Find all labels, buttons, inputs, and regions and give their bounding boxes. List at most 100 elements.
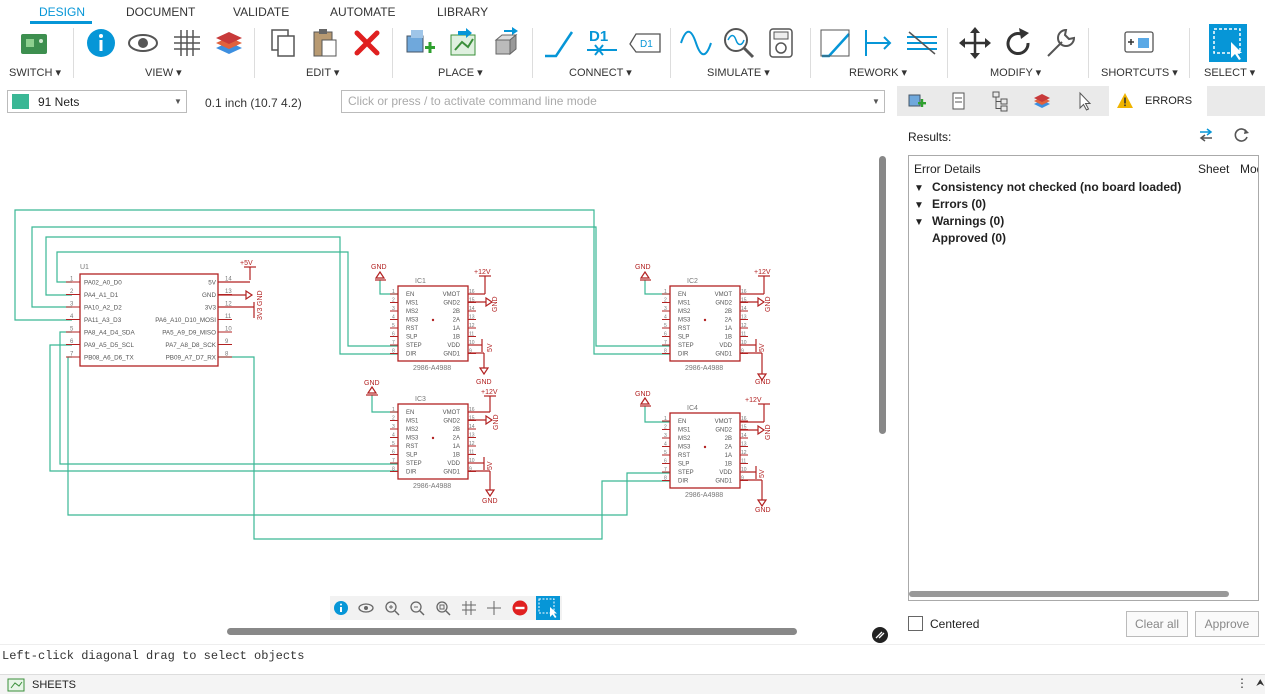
probe-zoom-icon[interactable]: [722, 26, 756, 60]
canvas-horizontal-scrollbar[interactable]: [227, 628, 797, 635]
shortcuts-icon[interactable]: [1122, 26, 1156, 60]
expand-triangle-icon[interactable]: ▼: [914, 183, 924, 194]
driver-ic-3[interactable]: IC32986-A49881EN2MS13MS24MS35RST6SLP7STE…: [390, 396, 476, 490]
layers-icon[interactable]: [212, 26, 246, 60]
place-menu[interactable]: PLACE ▾: [438, 67, 483, 79]
zoom-out-icon[interactable]: [409, 600, 425, 616]
place-module-icon[interactable]: [446, 26, 480, 60]
simulate-menu[interactable]: SIMULATE ▾: [707, 67, 770, 79]
info-icon[interactable]: [333, 600, 349, 616]
multimeter-icon[interactable]: [765, 26, 799, 60]
split-icon[interactable]: [862, 26, 896, 60]
error-list-scrollbar[interactable]: [909, 591, 1229, 597]
more-options-icon[interactable]: ⋮: [1236, 676, 1248, 690]
view-menu[interactable]: VIEW ▾: [145, 67, 182, 79]
driver-ic-1[interactable]: IC12986-A49881EN2MS13MS24MS35RST6SLP7STE…: [390, 278, 476, 372]
zoom-fit-icon[interactable]: [435, 600, 451, 616]
tab-validate[interactable]: VALIDATE: [233, 5, 290, 19]
bus-name-icon[interactable]: D1: [585, 26, 619, 60]
driver-pin-number: 8: [392, 349, 395, 355]
tab-document[interactable]: DOCUMENT: [126, 5, 196, 19]
canvas-vertical-scrollbar[interactable]: [879, 156, 886, 434]
net-icon[interactable]: [542, 26, 576, 60]
wrench-icon[interactable]: [1044, 26, 1078, 60]
place-3d-icon[interactable]: [490, 26, 524, 60]
expand-triangle-icon[interactable]: ▼: [914, 217, 924, 228]
switch-board-icon[interactable]: [17, 26, 51, 60]
eye-icon[interactable]: [358, 600, 374, 616]
column-sheet[interactable]: Sheet: [1198, 162, 1230, 176]
error-group-warnings[interactable]: ▼Warnings (0): [914, 214, 1004, 228]
tab-errors[interactable]: ERRORS: [1109, 86, 1207, 116]
info-icon[interactable]: [84, 26, 118, 60]
crosshair-icon[interactable]: [486, 600, 502, 616]
paste-icon[interactable]: [308, 26, 342, 60]
driver-ic-2[interactable]: IC22986-A49881EN2MS13MS24MS35RST6SLP7STE…: [662, 278, 748, 372]
command-line-field[interactable]: ▼: [341, 90, 885, 113]
tab-automate[interactable]: AUTOMATE: [330, 5, 396, 19]
connect-menu[interactable]: CONNECT ▾: [569, 67, 632, 79]
tab-parts-icon[interactable]: [901, 86, 931, 116]
command-line-input[interactable]: [348, 91, 858, 111]
copy-icon[interactable]: [266, 26, 300, 60]
select-window-icon[interactable]: [1209, 24, 1247, 62]
select-window-icon[interactable]: [536, 596, 560, 620]
separator: [532, 28, 533, 78]
schematic-canvas[interactable]: [0, 120, 890, 638]
net-class-select[interactable]: 91 Nets ▼: [7, 90, 187, 113]
column-error-details[interactable]: Error Details: [914, 162, 981, 176]
grid-icon[interactable]: [461, 600, 477, 616]
chevron-down-icon[interactable]: ▼: [872, 97, 880, 106]
stop-icon[interactable]: [512, 600, 528, 616]
expand-triangle-icon[interactable]: ▼: [914, 200, 924, 211]
mcu-pin-name: PA6_A10_D10_MOSI: [155, 317, 216, 324]
canvas-corner-icon[interactable]: [872, 627, 888, 643]
switch-menu[interactable]: SWITCH ▾: [9, 67, 61, 79]
tab-layers-icon[interactable]: [1027, 86, 1057, 116]
driver-pin-name: SLP: [406, 453, 417, 459]
sheets-icon[interactable]: [7, 678, 25, 692]
sheets-label[interactable]: SHEETS: [32, 679, 77, 691]
clear-all-button[interactable]: Clear all: [1126, 611, 1188, 637]
driver-parts[interactable]: IC12986-A49881EN2MS13MS24MS35RST6SLP7STE…: [390, 278, 748, 499]
expand-up-icon[interactable]: ⮝: [1256, 678, 1265, 689]
miter-icon[interactable]: [905, 26, 939, 60]
driver-pin-name: MS2: [678, 309, 691, 315]
rip-up-icon[interactable]: [819, 26, 853, 60]
driver-ic-4[interactable]: IC42986-A49881EN2MS13MS24MS35RST6SLP7STE…: [662, 405, 748, 499]
column-module[interactable]: Mod: [1240, 162, 1258, 176]
tab-design[interactable]: DESIGN: [39, 5, 86, 19]
tab-inspector-icon[interactable]: [943, 86, 973, 116]
shortcuts-menu[interactable]: SHORTCUTS ▾: [1101, 67, 1178, 79]
rotate-icon[interactable]: [1001, 26, 1035, 60]
tab-tree-icon[interactable]: [985, 86, 1015, 116]
move-icon[interactable]: [958, 26, 992, 60]
grid-icon[interactable]: [170, 26, 204, 60]
eye-icon[interactable]: [126, 26, 160, 60]
delete-icon[interactable]: [350, 26, 384, 60]
edit-menu[interactable]: EDIT ▾: [306, 67, 340, 79]
driver-pin-number: 7: [664, 467, 667, 473]
swap-icon[interactable]: [1197, 126, 1215, 144]
schematic-drawing[interactable]: +5V GND 3V3 GND +12V GND 5V GND GND +12V…: [0, 120, 878, 590]
error-group-errors[interactable]: ▼Errors (0): [914, 197, 986, 211]
refresh-icon[interactable]: [1233, 126, 1251, 144]
mcu-pin-number: 13: [225, 289, 232, 295]
waveform-icon[interactable]: [679, 26, 713, 60]
approve-button[interactable]: Approve: [1195, 611, 1259, 637]
add-part-icon[interactable]: [403, 26, 437, 60]
centered-checkbox[interactable]: [908, 616, 923, 631]
tab-library[interactable]: LIBRARY: [437, 5, 489, 19]
error-group-label: Approved (0): [932, 231, 1007, 245]
driver-pin-name: GND2: [715, 301, 732, 307]
driver-pin-number: 5: [392, 323, 395, 329]
label-tag-icon[interactable]: D1: [628, 26, 662, 60]
rework-menu[interactable]: REWORK ▾: [849, 67, 908, 79]
modify-menu[interactable]: MODIFY ▾: [990, 67, 1042, 79]
zoom-in-icon[interactable]: [384, 600, 400, 616]
error-group-approved[interactable]: Approved (0): [914, 231, 1006, 245]
select-menu[interactable]: SELECT ▾: [1204, 67, 1256, 79]
error-group-consistency[interactable]: ▼Consistency not checked (no board loade…: [914, 180, 1181, 194]
tab-selection-icon[interactable]: [1069, 86, 1099, 116]
